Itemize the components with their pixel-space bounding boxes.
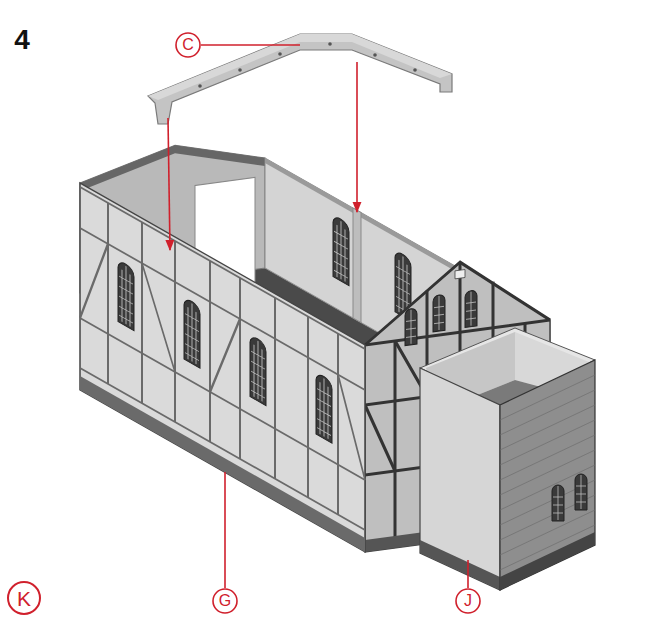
callout-letter: G: [214, 590, 236, 612]
callout-letter: K: [10, 584, 38, 612]
step-number: 4: [7, 24, 37, 56]
callout-letter: C: [177, 34, 199, 56]
callout-letter: J: [457, 590, 479, 612]
